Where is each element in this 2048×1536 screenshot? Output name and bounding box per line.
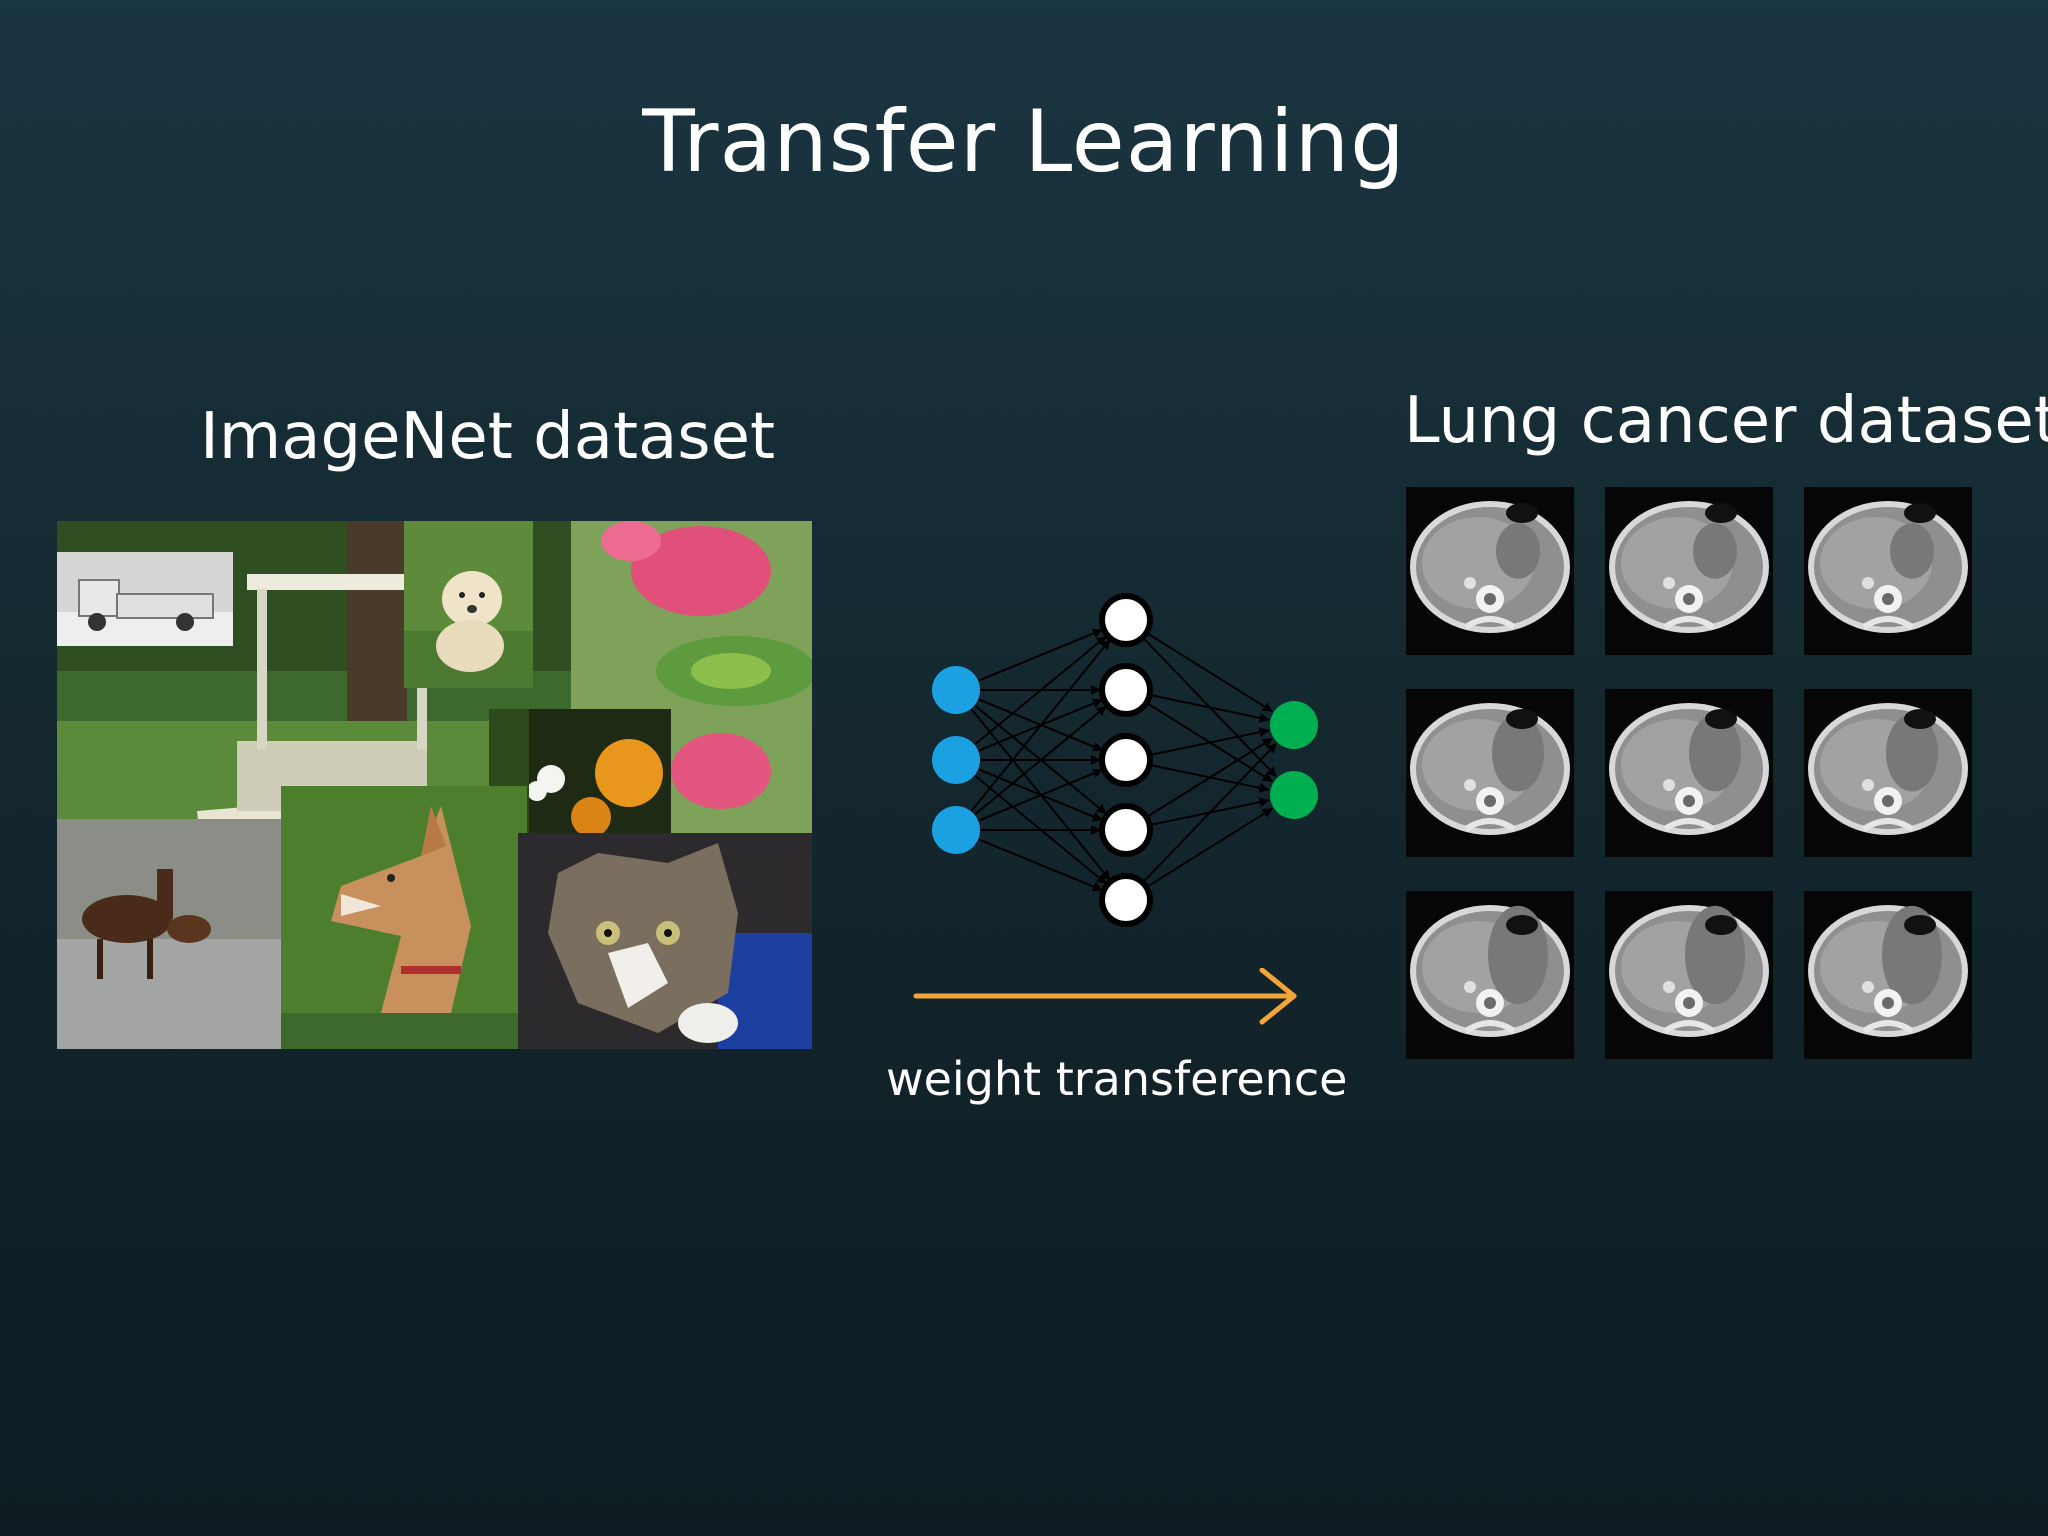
input-node-3 — [932, 806, 980, 854]
ct-scan-2-2 — [1605, 689, 1773, 857]
edge-hidden-4-to-output-1 — [1145, 807, 1273, 889]
edge-hidden-0-to-output-0 — [1145, 631, 1273, 713]
dog-image — [281, 786, 527, 1013]
lung-cancer-label: Lung cancer dataset — [1404, 384, 2048, 458]
golden-retriever-image — [404, 521, 533, 688]
edge-input-2-to-hidden-2 — [977, 768, 1103, 822]
imagenet-label: ImageNet dataset — [200, 400, 776, 474]
output-node-1 — [1270, 701, 1318, 749]
weight-transfer-arrow — [913, 968, 1297, 1025]
ct-scan-1-2 — [1605, 487, 1773, 655]
hidden-node-5 — [1099, 873, 1153, 927]
edge-input-2-to-hidden-1 — [973, 705, 1107, 816]
edge-input-1-to-hidden-0 — [973, 635, 1107, 746]
hidden-node-1 — [1099, 593, 1153, 647]
edge-input-2-to-hidden-4 — [977, 838, 1103, 892]
hidden-node-4 — [1099, 803, 1153, 857]
ct-scan-1-3 — [1804, 487, 1972, 655]
input-node-2 — [932, 736, 980, 784]
edge-hidden-2-to-output-0 — [1149, 727, 1270, 757]
hidden-node-3 — [1099, 733, 1153, 787]
ct-scan-3-3 — [1804, 891, 1972, 1059]
neural-network-diagram — [932, 593, 1318, 927]
edge-hidden-4-to-output-0 — [1141, 743, 1277, 884]
edge-hidden-3-to-output-0 — [1145, 737, 1273, 819]
edge-input-0-to-hidden-0 — [977, 628, 1103, 682]
network-nodes — [932, 593, 1318, 927]
pickup-truck-image — [57, 552, 233, 646]
ct-scan-2-3 — [1804, 689, 1972, 857]
slide-title: Transfer Learning — [642, 92, 1406, 192]
ct-scan-3-1 — [1406, 891, 1574, 1059]
ct-scan-3-2 — [1605, 891, 1773, 1059]
horses-image — [57, 819, 281, 1049]
ct-scan-2-1 — [1406, 689, 1574, 857]
ct-scan-grid — [1406, 487, 1973, 1059]
hidden-node-2 — [1099, 663, 1153, 717]
network-edges — [970, 628, 1277, 892]
weight-transference-caption: weight transference — [886, 1052, 1348, 1106]
output-node-2 — [1270, 771, 1318, 819]
ct-scan-1-1 — [1406, 487, 1574, 655]
edge-hidden-1-to-output-0 — [1149, 693, 1270, 723]
input-node-1 — [932, 666, 980, 714]
edge-input-2-to-hidden-0 — [970, 639, 1111, 812]
imagenet-collage — [57, 521, 812, 1049]
tabby-cat-image — [518, 833, 812, 1049]
